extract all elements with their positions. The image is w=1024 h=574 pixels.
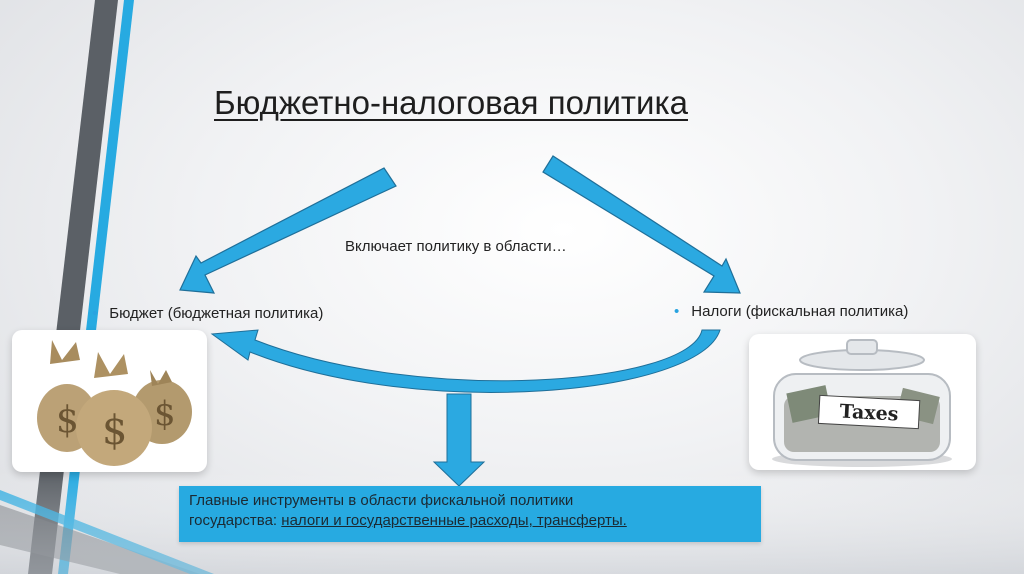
svg-text:$: $ <box>56 400 79 441</box>
instruments-line1: Главные инструменты в области фискальной… <box>189 492 574 509</box>
bullet-taxes: • Налоги (фискальная политика) <box>674 303 908 320</box>
arrow-left <box>179 167 397 294</box>
svg-text:$: $ <box>102 408 127 454</box>
taxes-jar-image: Taxes <box>749 334 976 470</box>
instruments-line2: государства: налоги и государственные ра… <box>189 511 751 531</box>
budget-label: Бюджет (бюджетная политика) <box>109 305 324 322</box>
money-bag-icon: $ <box>76 352 152 466</box>
instruments-prefix: государства: <box>189 512 282 529</box>
down-arrow <box>432 393 486 487</box>
curved-arrow <box>210 329 721 393</box>
jar-label: Taxes <box>839 400 899 425</box>
arrow-right <box>542 155 741 294</box>
bullet-dot: • <box>92 305 98 322</box>
instruments-list: налоги и государственные расходы, трансф… <box>281 512 627 529</box>
svg-text:$: $ <box>154 394 176 434</box>
money-bags-image: $ $ $ <box>12 330 207 472</box>
bullet-dot: • <box>674 303 680 320</box>
includes-label: Включает политику в области… <box>345 238 567 255</box>
page-title: Бюджетно-налоговая политика <box>214 84 688 121</box>
bullet-budget: • Бюджет (бюджетная политика) <box>92 305 323 322</box>
taxes-label: Налоги (фискальная политика) <box>691 303 909 320</box>
instruments-box: Главные инструменты в области фискальной… <box>179 486 761 542</box>
